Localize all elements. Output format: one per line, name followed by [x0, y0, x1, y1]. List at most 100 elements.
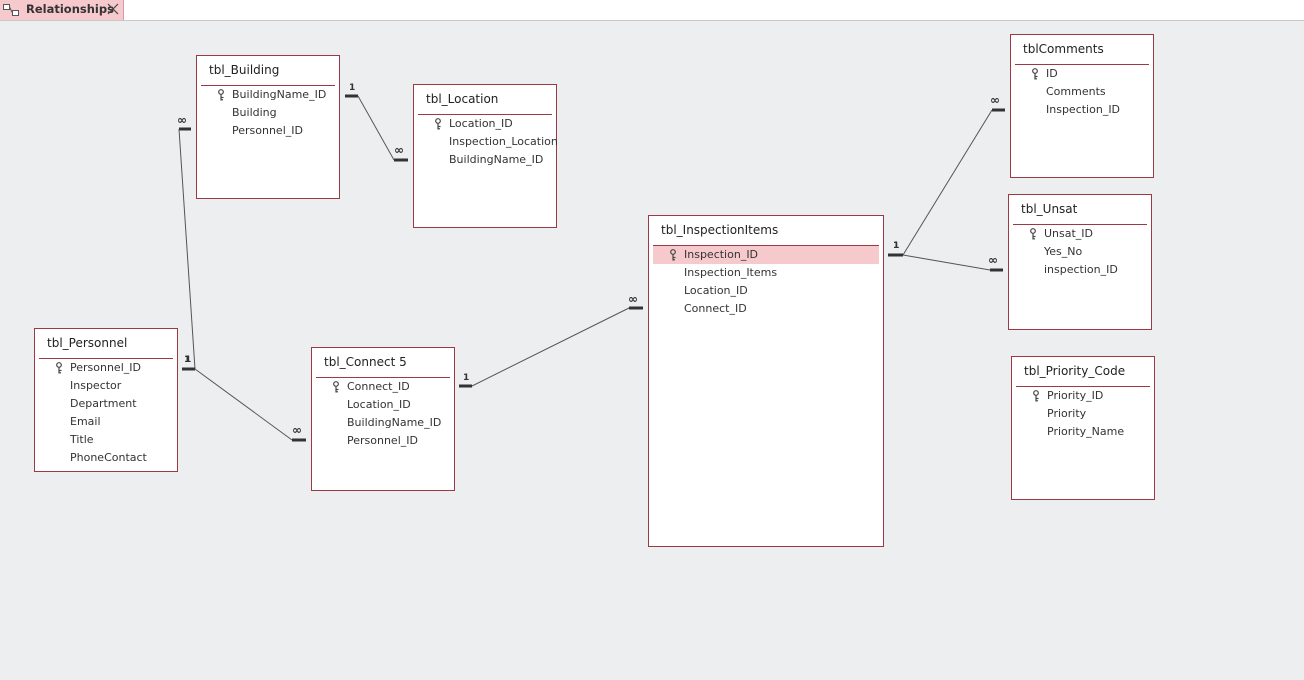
field-building[interactable]: Building — [201, 104, 335, 122]
cardinality-many-label: ∞ — [628, 292, 638, 306]
relationship-tbl-personnel-to-tbl-connect-5[interactable] — [182, 367, 306, 442]
field-inspection-id[interactable]: Inspection_ID — [1015, 101, 1149, 119]
table-title-divider — [1013, 224, 1147, 225]
field-name: Comments — [1046, 85, 1106, 98]
field-title[interactable]: Title — [39, 431, 173, 449]
field-inspection-id[interactable]: Inspection_ID — [653, 246, 879, 264]
cardinality-one-label: 1 — [463, 373, 470, 383]
field-name: Connect_ID — [684, 302, 747, 315]
cardinality-one-label: 1 — [349, 83, 356, 93]
primary-key-icon — [217, 89, 225, 101]
table-title-divider — [201, 85, 335, 86]
field-name: Personnel_ID — [70, 361, 141, 374]
document-tab-bar: Relationships — [0, 0, 1304, 21]
primary-key-icon — [332, 381, 340, 393]
field-name: Personnel_ID — [347, 434, 418, 447]
relationship-tbl-inspectionitems-to-tbl-unsat[interactable] — [888, 253, 1003, 272]
field-name: Location_ID — [684, 284, 748, 297]
field-department[interactable]: Department — [39, 395, 173, 413]
field-inspection-id[interactable]: inspection_ID — [1013, 261, 1147, 279]
table-title-divider — [1015, 64, 1149, 65]
field-name: Inspection_Items — [684, 266, 778, 279]
relationships-icon — [3, 4, 19, 16]
field-inspection-items[interactable]: Inspection_Items — [653, 264, 879, 282]
primary-key-icon — [669, 249, 677, 261]
field-inspector[interactable]: Inspector — [39, 377, 173, 395]
table-title[interactable]: tbl_Building — [209, 63, 280, 77]
relationship-tbl-connect-5-to-tbl-inspectionitems[interactable] — [459, 306, 643, 388]
tab-relationships[interactable]: Relationships — [0, 0, 124, 20]
field-name: Yes_No — [1044, 245, 1083, 258]
field-location-id[interactable]: Location_ID — [653, 282, 879, 300]
close-icon[interactable] — [106, 2, 120, 16]
field-connect-id[interactable]: Connect_ID — [653, 300, 879, 318]
table-title[interactable]: tblComments — [1023, 42, 1104, 56]
cardinality-many-label: ∞ — [292, 423, 302, 437]
cardinality-one-label: 1 — [893, 241, 900, 251]
cardinality-one-label: 1 — [893, 241, 900, 251]
field-name: Priority — [1047, 407, 1087, 420]
field-name: Building — [232, 106, 277, 119]
field-yes-no[interactable]: Yes_No — [1013, 243, 1147, 261]
field-name: Location_ID — [347, 398, 411, 411]
field-personnel-id[interactable]: Personnel_ID — [316, 432, 450, 450]
field-name: Inspection_ID — [684, 248, 759, 261]
table-title[interactable]: tbl_Connect 5 — [324, 355, 407, 369]
field-priority[interactable]: Priority — [1016, 405, 1150, 423]
field-inspection-location[interactable]: Inspection_Location — [418, 133, 558, 151]
field-name: Title — [70, 433, 94, 446]
field-name: Location_ID — [449, 117, 513, 130]
field-personnel-id[interactable]: Personnel_ID — [39, 359, 173, 377]
field-connect-id[interactable]: Connect_ID — [316, 378, 450, 396]
primary-key-icon — [1032, 390, 1040, 402]
field-phonecontact[interactable]: PhoneContact — [39, 449, 173, 467]
field-priority-id[interactable]: Priority_ID — [1016, 387, 1150, 405]
field-name: Inspection_ID — [1046, 103, 1121, 116]
primary-key-icon — [434, 118, 442, 130]
table-title[interactable]: tbl_InspectionItems — [661, 223, 779, 237]
primary-key-icon — [55, 362, 63, 374]
field-name: inspection_ID — [1044, 263, 1118, 276]
relationship-tbl-personnel-to-tbl-building[interactable] — [178, 127, 196, 371]
field-buildingname-id[interactable]: BuildingName_ID — [316, 414, 450, 432]
field-location-id[interactable]: Location_ID — [418, 115, 552, 133]
field-email[interactable]: Email — [39, 413, 173, 431]
field-unsat-id[interactable]: Unsat_ID — [1013, 225, 1147, 243]
field-location-id[interactable]: Location_ID — [316, 396, 450, 414]
table-tbl-connect-5[interactable]: tbl_Connect 5 Connect_ID Location_ID Buildi… — [311, 347, 455, 491]
field-personnel-id[interactable]: Personnel_ID — [201, 122, 335, 140]
field-name: Personnel_ID — [232, 124, 303, 137]
field-comments[interactable]: Comments — [1015, 83, 1149, 101]
field-name: Connect_ID — [347, 380, 410, 393]
table-title-divider — [653, 245, 879, 246]
table-title[interactable]: tbl_Location — [426, 92, 499, 106]
tab-label: Relationships — [26, 2, 114, 16]
field-name: Unsat_ID — [1044, 227, 1094, 240]
cardinality-one-label: 1 — [185, 355, 192, 365]
relationship-tbl-inspectionitems-to-tblcomments[interactable] — [888, 108, 1005, 257]
field-id[interactable]: ID — [1015, 65, 1149, 83]
relationship-tbl-building-to-tbl-location[interactable] — [345, 94, 408, 162]
field-name: BuildingName_ID — [449, 153, 544, 166]
field-buildingname-id[interactable]: BuildingName_ID — [418, 151, 552, 169]
relationship-lines — [178, 94, 1005, 442]
primary-key-icon — [1031, 68, 1039, 80]
table-title[interactable]: tbl_Personnel — [47, 336, 128, 350]
table-title-divider — [39, 358, 173, 359]
table-title[interactable]: tbl_Unsat — [1021, 202, 1078, 216]
field-buildingname-id[interactable]: BuildingName_ID — [201, 86, 335, 104]
table-title[interactable]: tbl_Priority_Code — [1024, 364, 1126, 378]
field-name: Inspection_Location — [449, 135, 558, 148]
field-name: PhoneContact — [70, 451, 147, 464]
cardinality-many-label: ∞ — [394, 143, 404, 157]
field-name: Email — [70, 415, 101, 428]
field-priority-name[interactable]: Priority_Name — [1016, 423, 1150, 441]
